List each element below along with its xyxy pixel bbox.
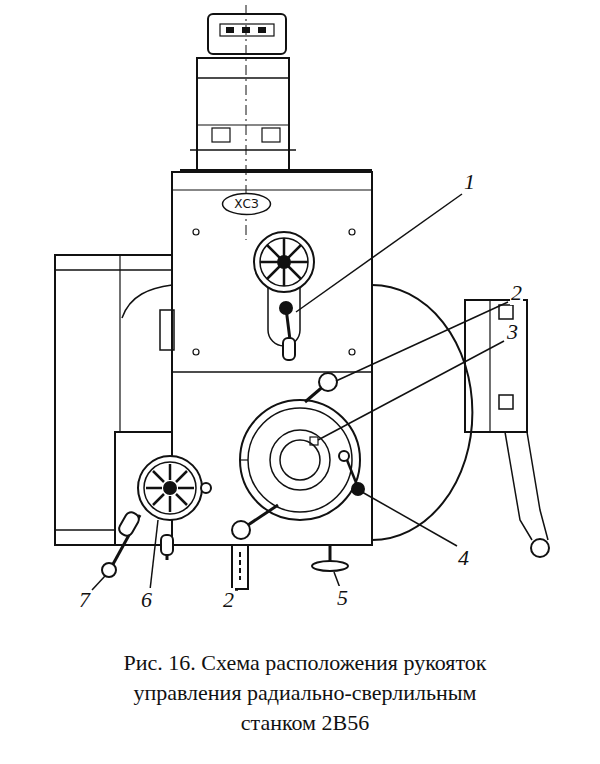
callout-number: 2 — [510, 281, 523, 305]
callout-number: 7 — [78, 588, 91, 612]
callout-number: 3 — [506, 320, 519, 344]
figure-caption: Рис. 16. Схема расположения рукояток упр… — [110, 648, 500, 738]
callout-number: 5 — [336, 586, 349, 610]
callout-number: 1 — [463, 170, 476, 194]
nameplate-oval: ХСЗ — [221, 192, 272, 216]
callout-number: 6 — [140, 588, 153, 612]
callout-number: 4 — [457, 546, 470, 570]
callout-number: 2 — [222, 588, 235, 612]
nameplate-text: ХСЗ — [234, 197, 258, 211]
